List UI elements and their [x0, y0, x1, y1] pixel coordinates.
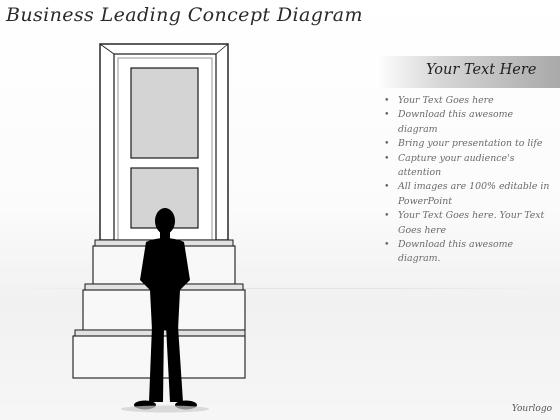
- slide-title: Business Leading Concept Diagram: [6, 4, 363, 26]
- panel-title: Your Text Here: [426, 62, 537, 78]
- bullet-item: Your Text Goes here: [384, 94, 554, 109]
- bullet-list: Your Text Goes here Download this awesom…: [384, 94, 554, 267]
- bullet-item: Bring your presentation to life: [384, 137, 554, 152]
- bullet-item: Your Text Goes here. Your Text Goes here: [384, 209, 554, 238]
- bullet-item: All images are 100% editable in PowerPoi…: [384, 180, 554, 209]
- logo-text: Yourlogo: [511, 404, 552, 414]
- door-icon: [99, 43, 229, 241]
- bullet-item: Download this awesome diagram.: [384, 238, 554, 267]
- silhouette-shadow: [121, 405, 209, 413]
- bullet-item: Capture your audience's attention: [384, 152, 554, 181]
- businessman-silhouette-icon: [134, 208, 197, 410]
- floor-line: [0, 288, 560, 289]
- bullet-item: Download this awesome diagram: [384, 108, 554, 137]
- panel-header: Your Text Here: [376, 56, 560, 88]
